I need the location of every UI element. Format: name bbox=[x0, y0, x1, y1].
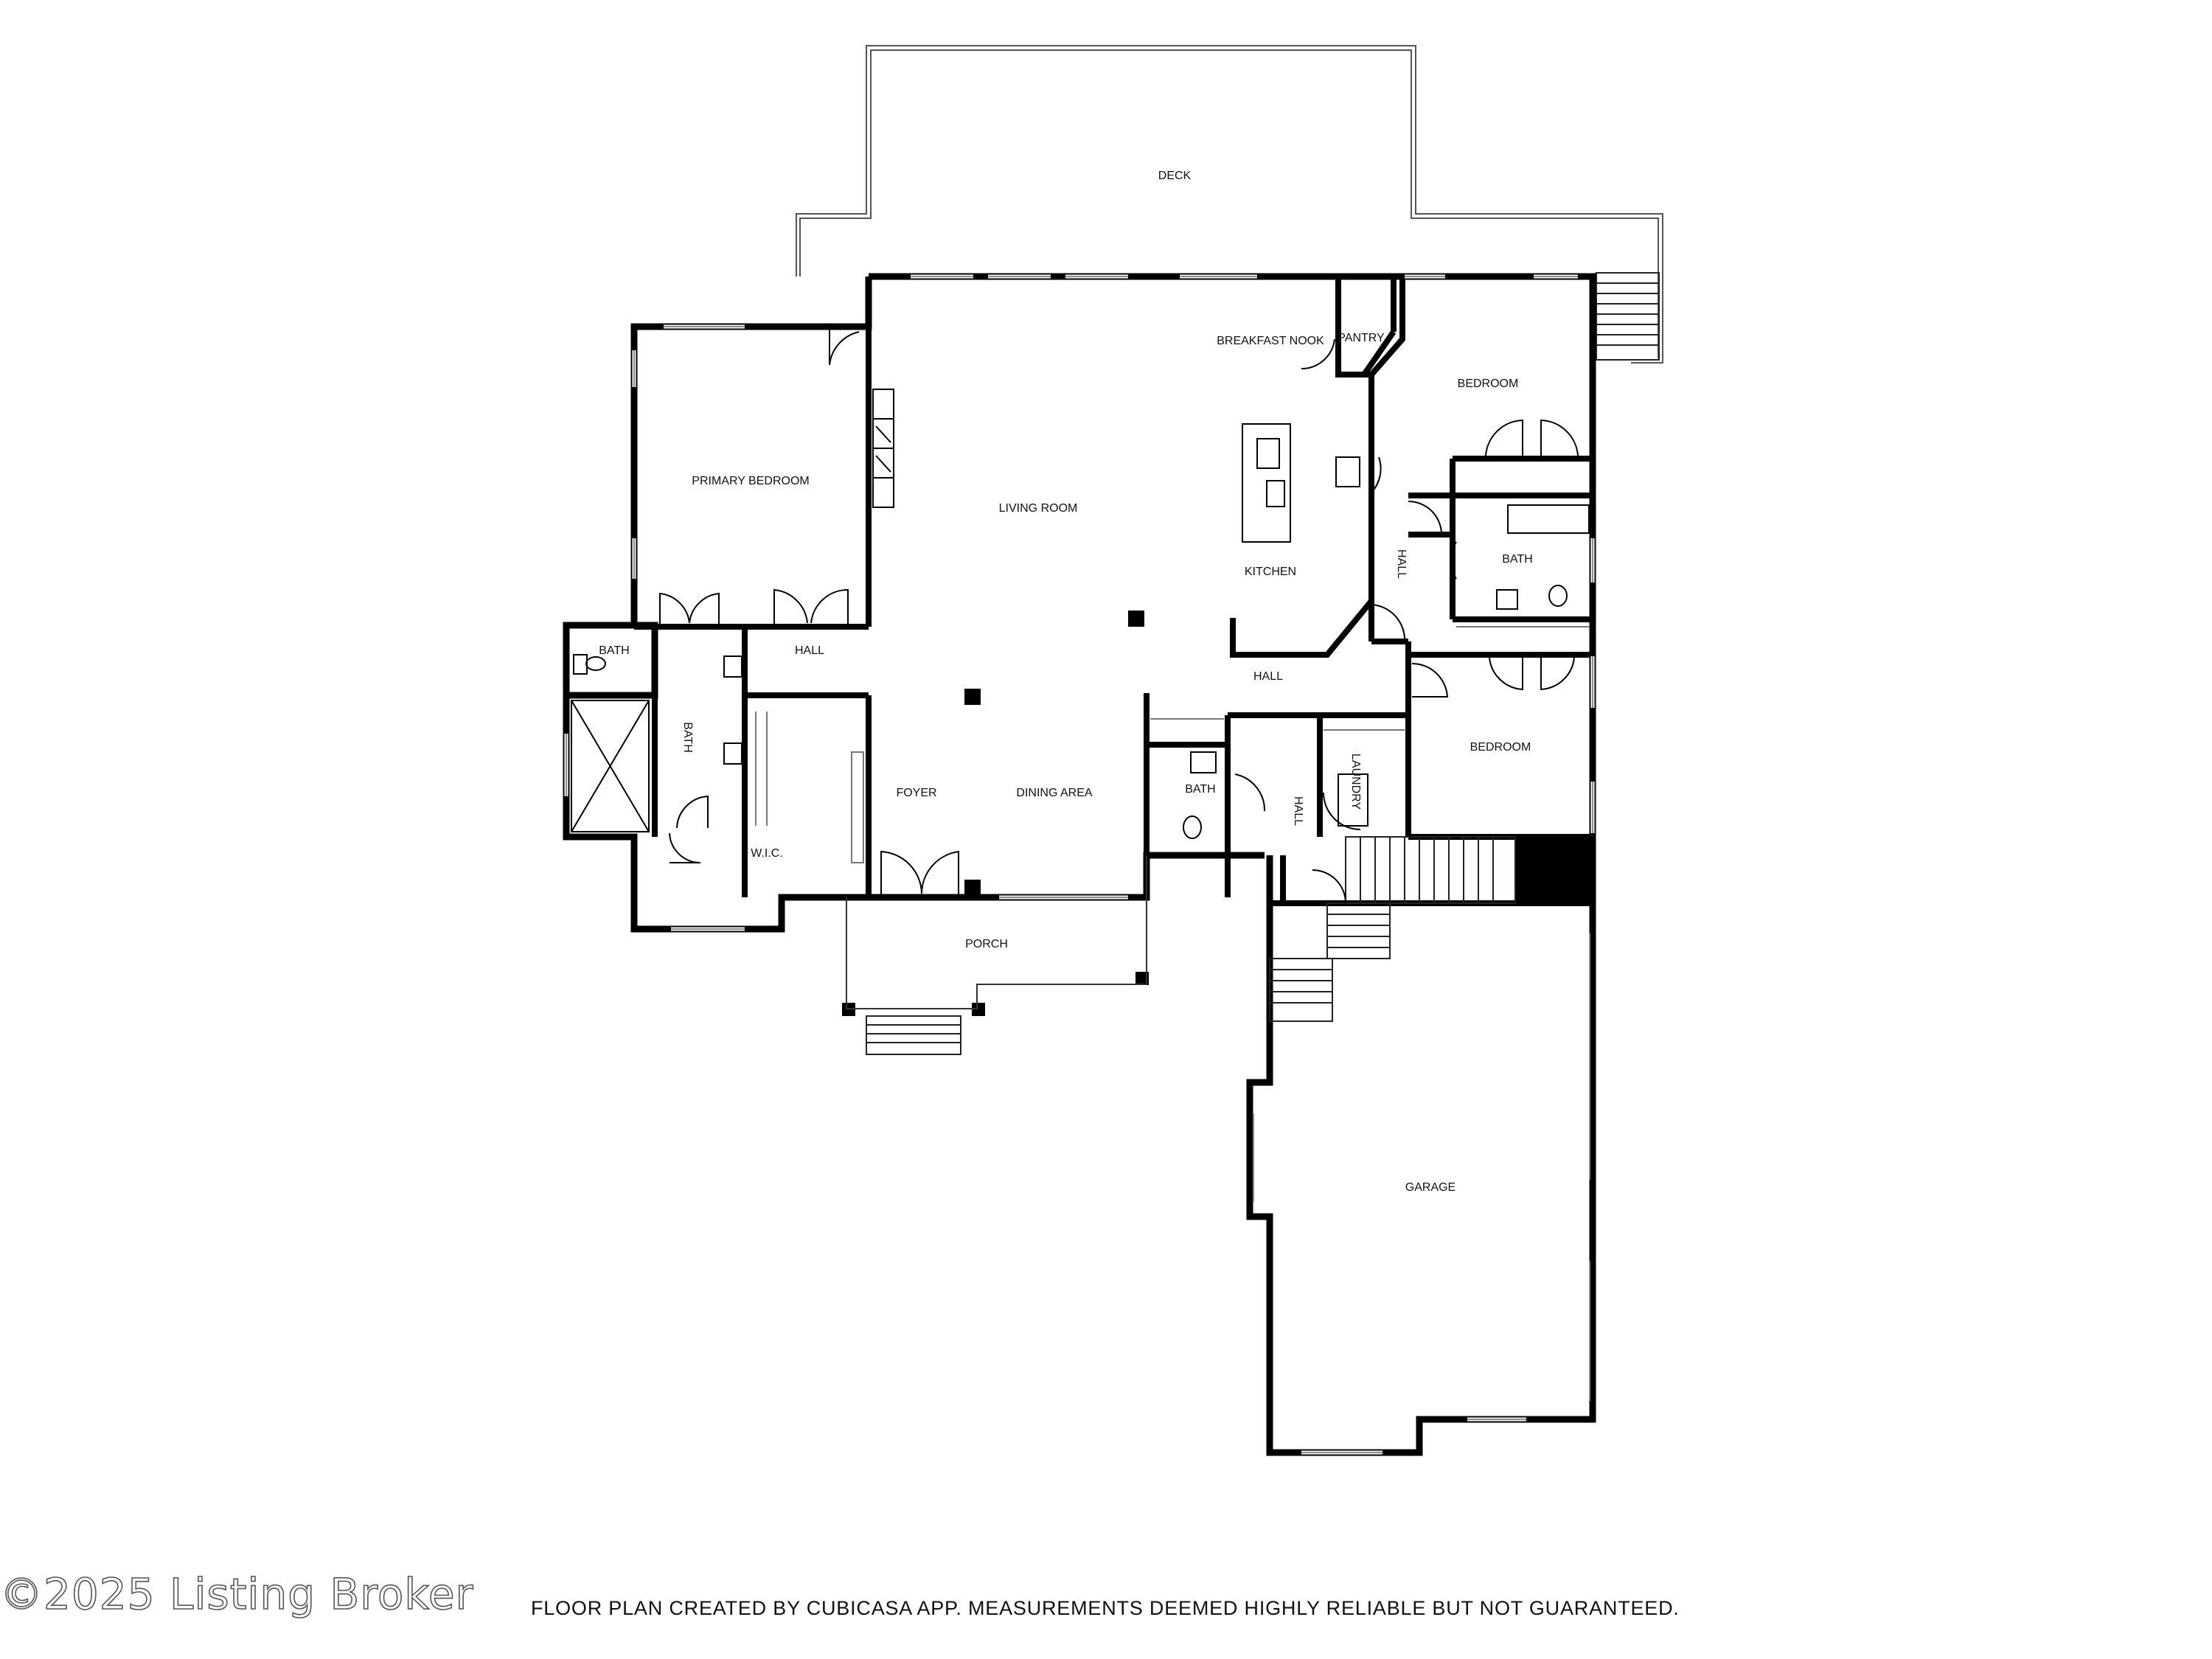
label-bedroom-2: BEDROOM bbox=[1470, 741, 1531, 754]
label-garage: GARAGE bbox=[1405, 1181, 1455, 1194]
kitchen-island bbox=[1242, 423, 1360, 543]
label-laundry: LAUNDRY bbox=[1349, 754, 1362, 810]
label-deck: DECK bbox=[1158, 170, 1192, 182]
porch-outline bbox=[846, 855, 1147, 1009]
label-hall-1: HALL bbox=[795, 644, 824, 657]
interior-stairs bbox=[1269, 836, 1516, 1022]
label-hall-3: HALL bbox=[1253, 670, 1283, 683]
floor-plan-disclaimer: FLOOR PLAN CREATED BY CUBICASA APP. MEAS… bbox=[531, 1597, 1680, 1619]
label-hall-4: HALL bbox=[1292, 796, 1304, 826]
door-swings bbox=[659, 327, 1579, 904]
label-foyer: FOYER bbox=[896, 787, 936, 799]
copyright-watermark: ©2025 Listing Broker bbox=[0, 1568, 474, 1620]
label-bath-3: BATH bbox=[1502, 553, 1532, 566]
garage-windows bbox=[1253, 933, 1590, 1401]
bath-fixtures bbox=[573, 504, 1590, 839]
deck-stairs bbox=[1596, 272, 1660, 361]
label-bath-1: BATH bbox=[599, 644, 629, 657]
porch-stairs bbox=[866, 1015, 961, 1055]
label-living-room: LIVING ROOM bbox=[999, 502, 1078, 515]
interior-walls bbox=[631, 276, 1593, 929]
shower bbox=[571, 700, 650, 832]
closet-shelving bbox=[755, 626, 1589, 863]
deck-outline bbox=[796, 45, 1663, 364]
label-dining-area: DINING AREA bbox=[1016, 787, 1092, 799]
label-bedroom-1: BEDROOM bbox=[1458, 378, 1519, 390]
label-wic: W.I.C. bbox=[751, 847, 783, 860]
room-labels: DECK BREAKFAST NOOK PANTRY BEDROOM PRIMA… bbox=[599, 170, 1532, 1194]
label-breakfast-nook: BREAKFAST NOOK bbox=[1217, 335, 1324, 347]
label-primary-bedroom: PRIMARY BEDROOM bbox=[692, 475, 809, 487]
label-bath-2: BATH bbox=[681, 722, 694, 752]
fireplace bbox=[872, 389, 894, 508]
columns bbox=[842, 611, 1593, 1016]
windows bbox=[564, 274, 1595, 1455]
exterior-walls bbox=[563, 273, 1596, 1456]
label-porch: PORCH bbox=[965, 938, 1008, 950]
label-hall-2: HALL bbox=[1395, 549, 1408, 579]
window-lines bbox=[566, 276, 1593, 1453]
label-pantry: PANTRY bbox=[1338, 332, 1385, 344]
label-kitchen: KITCHEN bbox=[1245, 566, 1296, 578]
label-bath-4: BATH bbox=[1185, 783, 1215, 796]
